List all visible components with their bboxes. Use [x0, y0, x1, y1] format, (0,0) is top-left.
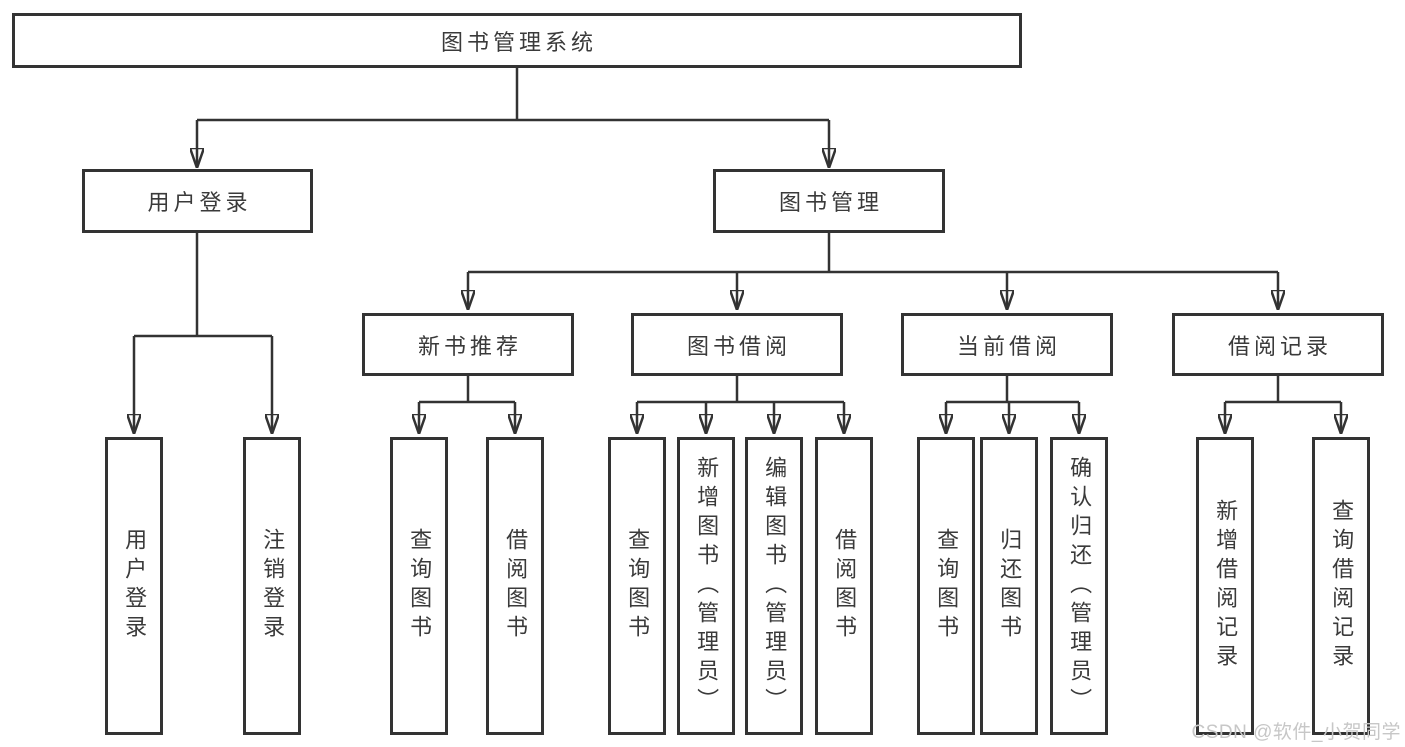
connector-recommendation-children [419, 376, 515, 404]
node-label: 图书管理 [778, 190, 883, 215]
node-label: 用户登录 [147, 190, 252, 215]
node-label: 查询借阅记录 [1329, 499, 1355, 673]
leaf-borrowing-query-books: 查询图书 [608, 437, 666, 735]
leaf-add-borrow-record: 新增借阅记录 [1196, 437, 1254, 735]
node-label: 归还图书 [997, 528, 1023, 644]
node-label: 确认归还（管理员） [1067, 455, 1093, 717]
connector-management-children [468, 233, 1278, 274]
leaf-recommend-query-books: 查询图书 [390, 437, 448, 735]
watermark: CSDN @软件_小贺同学 [1191, 722, 1401, 743]
leaf-logout: 注销登录 [243, 437, 301, 735]
leaf-user-login: 用户登录 [105, 437, 163, 735]
node-label: 查询图书 [625, 528, 651, 644]
node-book-borrowing: 图书借阅 [631, 313, 843, 376]
node-label: 新书推荐 [417, 333, 522, 359]
node-library-management-system: 图书管理系统 [12, 13, 1022, 68]
leaf-recommend-borrow-books: 借阅图书 [486, 437, 544, 735]
connector-borrowing-children [637, 376, 844, 404]
connector-login-children [134, 233, 272, 338]
leaf-return-books: 归还图书 [980, 437, 1038, 735]
connector-root-to-level1 [197, 68, 829, 122]
node-new-book-recommendation: 新书推荐 [362, 313, 574, 376]
connector-records-children [1225, 376, 1341, 404]
leaf-borrowing-borrow-books: 借阅图书 [815, 437, 873, 735]
node-label: 注销登录 [260, 528, 286, 644]
node-borrowing-records: 借阅记录 [1172, 313, 1384, 376]
node-label: 查询图书 [934, 528, 960, 644]
leaf-edit-books-admin: 编辑图书（管理员） [745, 437, 803, 735]
node-current-borrowing: 当前借阅 [901, 313, 1113, 376]
node-label: 用户登录 [122, 528, 148, 644]
leaf-add-books-admin: 新增图书（管理员） [677, 437, 735, 735]
node-label: 查询图书 [407, 528, 433, 644]
node-label: 编辑图书（管理员） [762, 455, 788, 717]
node-label: 图书管理系统 [440, 29, 597, 55]
node-label: 新增借阅记录 [1213, 499, 1239, 673]
node-label: 借阅记录 [1227, 333, 1332, 359]
leaf-confirm-return-admin: 确认归还（管理员） [1050, 437, 1108, 735]
node-label: 新增图书（管理员） [694, 455, 720, 717]
leaf-query-borrow-record: 查询借阅记录 [1312, 437, 1370, 735]
leaf-current-query-books: 查询图书 [917, 437, 975, 735]
node-label: 借阅图书 [832, 528, 858, 644]
node-label: 当前借阅 [956, 333, 1061, 359]
node-user-login: 用户登录 [82, 169, 313, 233]
connector-current-children [946, 376, 1079, 404]
node-book-management: 图书管理 [713, 169, 945, 233]
node-label: 借阅图书 [503, 528, 529, 644]
node-label: 图书借阅 [686, 333, 791, 359]
